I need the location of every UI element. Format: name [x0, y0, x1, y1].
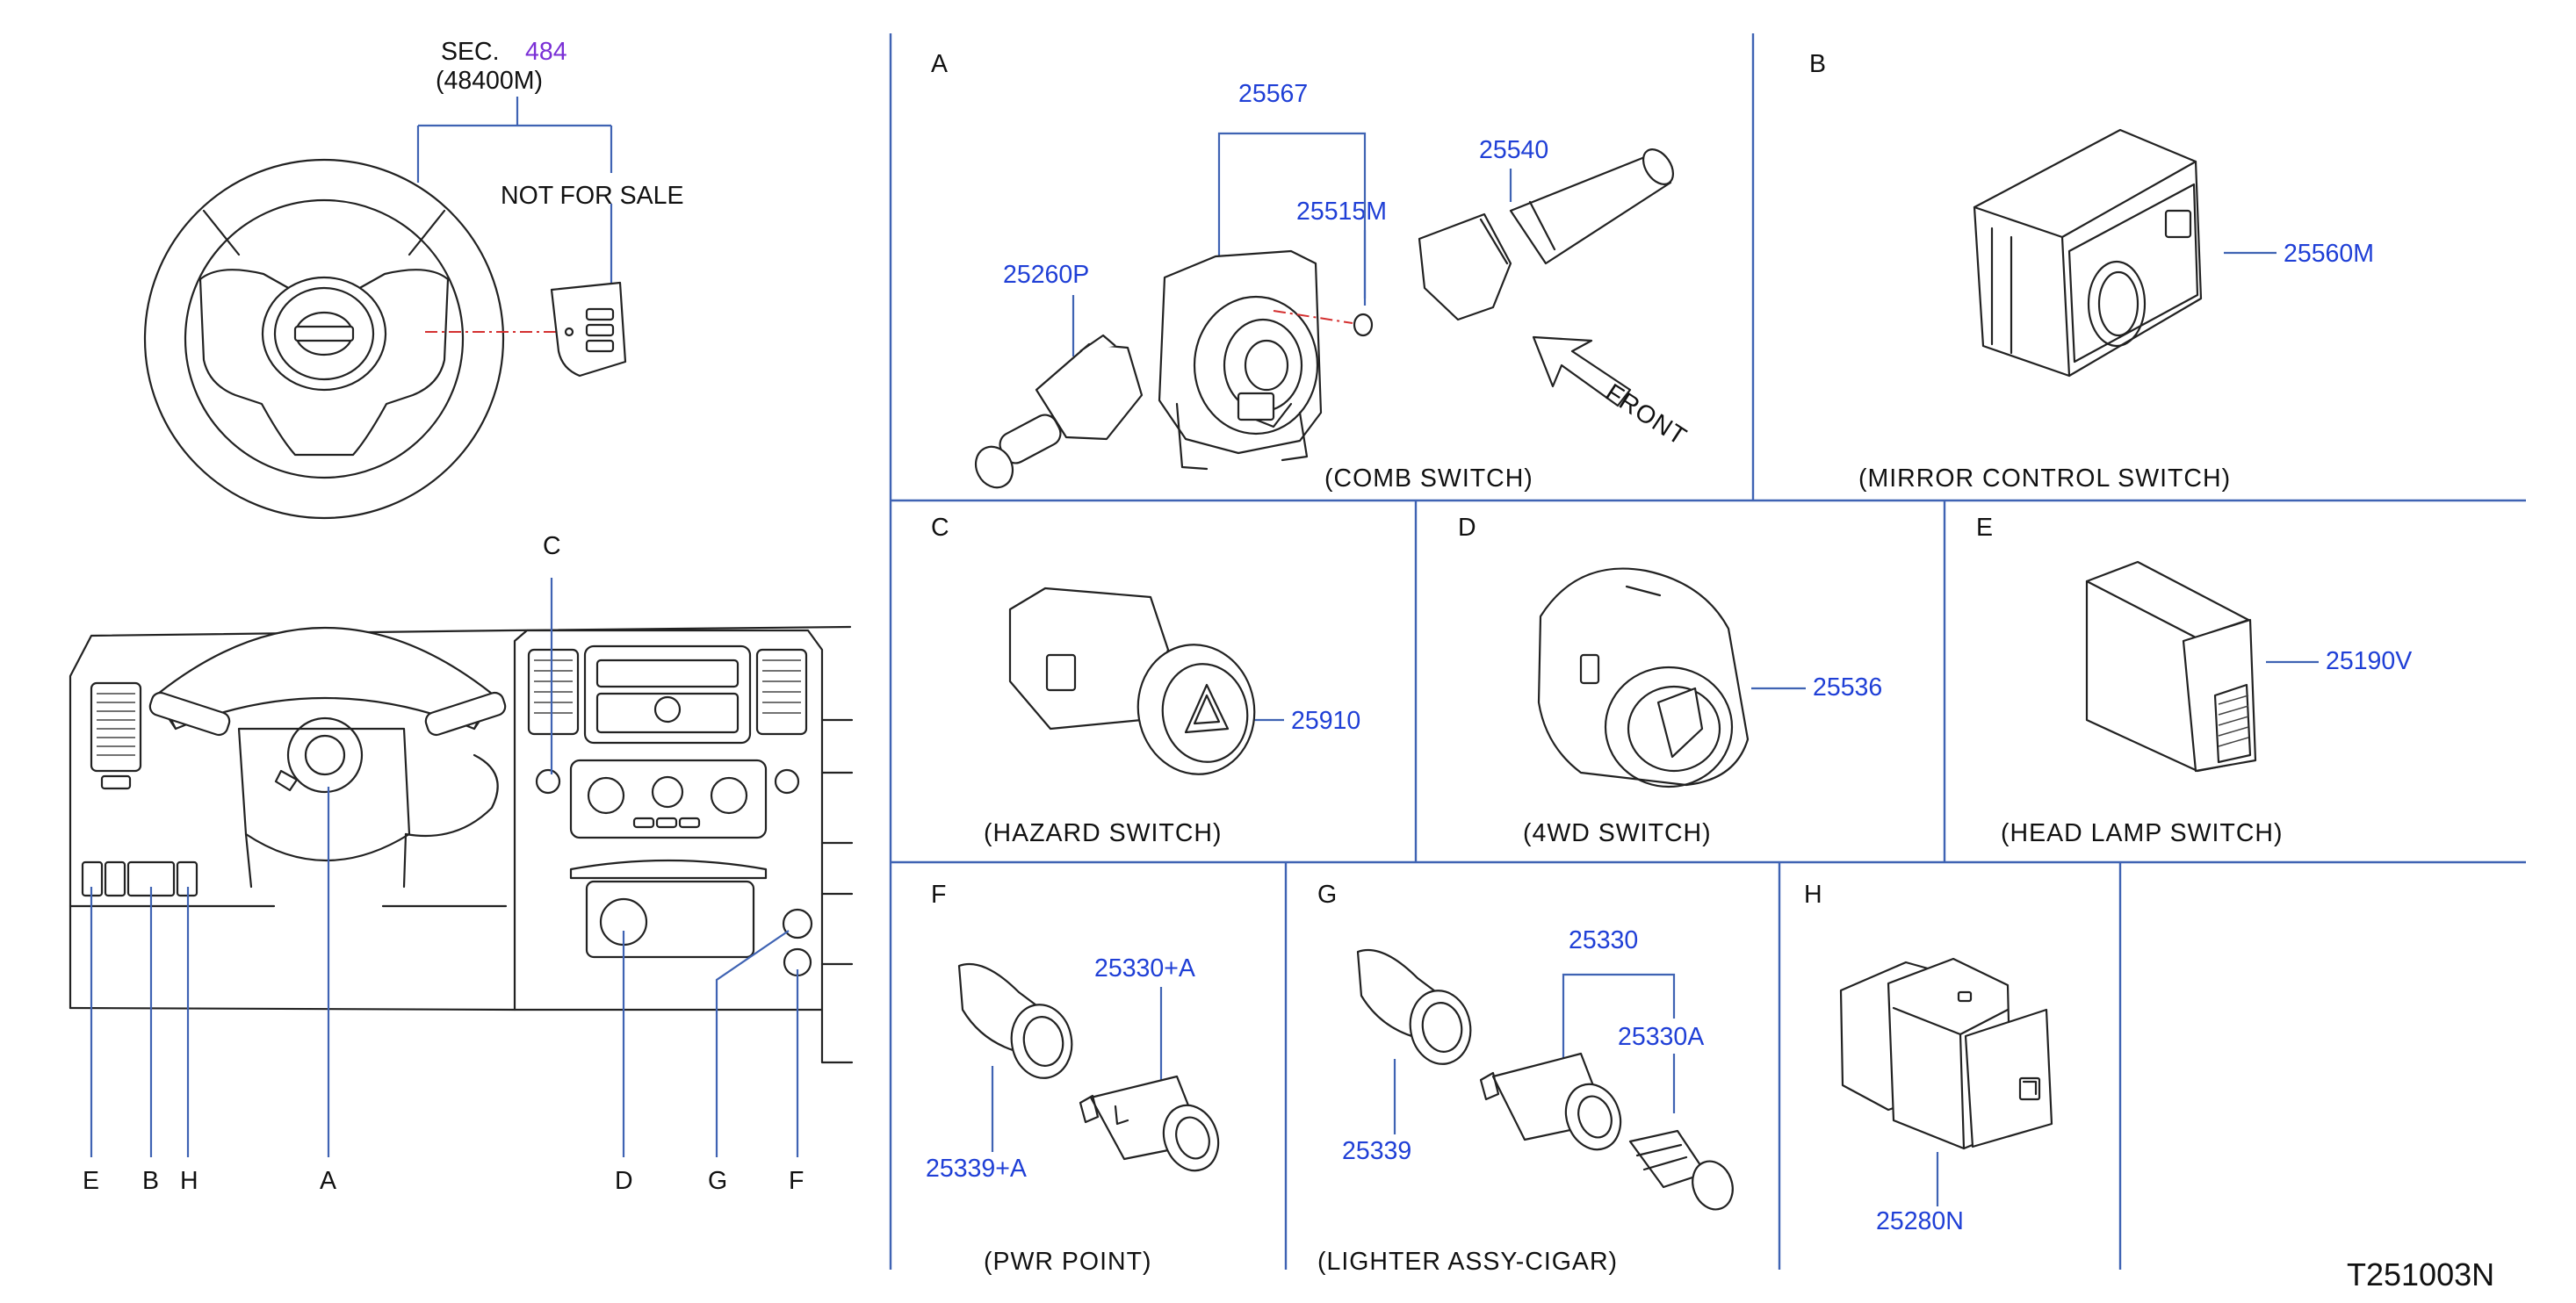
part-number-25339[interactable]: 25339 [1342, 1137, 1411, 1165]
section-ref-number[interactable]: 484 [525, 38, 567, 66]
panel-d-letter: D [1458, 514, 1476, 542]
panel-a-comb-switch: A 25567 25540 25515M 25260P (COMB SWITCH… [931, 50, 1692, 493]
panel-a-title: (COMB SWITCH) [1324, 464, 1533, 493]
4wd-switch-drawing [1537, 567, 1750, 788]
part-number-25515m[interactable]: 25515M [1296, 198, 1387, 226]
steering-wheel [143, 158, 562, 520]
part-number-25339-plus-a[interactable]: 25339+A [926, 1155, 1027, 1183]
panel-f-title: (PWR POINT) [984, 1248, 1151, 1276]
section-ref-prefix: SEC. [441, 38, 500, 66]
panel-e-head-lamp-switch: E 25190V (HEAD LAMP SWITCH) [1976, 514, 2412, 847]
part-number-25190v[interactable]: 25190V [2326, 647, 2412, 675]
part-number-25567[interactable]: 25567 [1238, 80, 1308, 108]
diagram-code: T251003N [2347, 1256, 2494, 1292]
location-label-a: A [320, 1167, 336, 1195]
right-stalk-drawing [1418, 148, 1675, 321]
steering-wheel-section: SEC. 484 (48400M) NOT FOR SALE [143, 38, 684, 520]
mirror-switch-drawing [1973, 128, 2203, 378]
dashboard-locator: C E B H A D G F [69, 532, 854, 1195]
panel-c-hazard-switch: C 25910 (HAZARD SWITCH) [931, 514, 1360, 847]
part-number-25280n[interactable]: 25280N [1876, 1207, 1964, 1235]
panel-a-letter: A [931, 50, 948, 78]
panel-b-title: (MIRROR CONTROL SWITCH) [1858, 464, 2231, 493]
panel-d-4wd-switch: D 25536 (4WD SWITCH) [1458, 514, 1882, 847]
part-number-25910[interactable]: 25910 [1291, 707, 1360, 735]
panel-e-letter: E [1976, 514, 1993, 542]
cigar-lighter-drawing [1356, 948, 1734, 1211]
panel-grid [889, 33, 2526, 1270]
not-for-sale-note: NOT FOR SALE [501, 182, 684, 210]
panel-g-letter: G [1317, 881, 1337, 909]
panel-h-switch: H 25280N [1804, 881, 2053, 1235]
part-number-25330a[interactable]: 25330A [1618, 1023, 1704, 1051]
left-stalk-drawing [974, 334, 1144, 489]
location-label-b: B [142, 1167, 159, 1195]
panel-c-title: (HAZARD SWITCH) [984, 819, 1222, 847]
part-number-25560m[interactable]: 25560M [2284, 240, 2374, 268]
panel-h-letter: H [1804, 881, 1822, 909]
combination-switch-drawing [1158, 249, 1374, 471]
panel-f-power-point: F 25330+A 25339+A (PWR POINT) [926, 881, 1220, 1276]
panel-g-title: (LIGHTER ASSY-CIGAR) [1317, 1248, 1618, 1276]
section-ref-part: (48400M) [436, 67, 543, 95]
panel-c-letter: C [931, 514, 949, 542]
location-label-f: F [789, 1167, 804, 1195]
head-lamp-switch-drawing [2085, 560, 2257, 773]
steering-switch [550, 281, 627, 378]
panel-e-title: (HEAD LAMP SWITCH) [2001, 819, 2284, 847]
panel-b-letter: B [1809, 50, 1826, 78]
part-number-25536[interactable]: 25536 [1813, 673, 1882, 702]
panel-f-letter: F [931, 881, 946, 909]
part-number-25260p[interactable]: 25260P [1003, 261, 1089, 289]
location-label-d: D [615, 1167, 633, 1195]
part-number-25330-plus-a[interactable]: 25330+A [1094, 954, 1195, 983]
panel-d-title: (4WD SWITCH) [1523, 819, 1712, 847]
location-label-h: H [180, 1167, 198, 1195]
panel-g-cigar-lighter: G 25330 25330A 25339 (LIGHTER ASSY-CIGAR… [1317, 881, 1734, 1276]
location-label-c: C [543, 532, 561, 560]
part-number-25330[interactable]: 25330 [1569, 926, 1638, 954]
power-point-drawing [957, 962, 1220, 1172]
location-label-g: G [708, 1167, 727, 1195]
location-label-e: E [83, 1167, 99, 1195]
part-number-25540[interactable]: 25540 [1479, 136, 1548, 164]
panel-h-switch-drawing [1839, 957, 2053, 1150]
front-direction-label: FRONT [1600, 378, 1692, 451]
panel-b-mirror-control-switch: B 25560M (MIRROR CONTROL SWITCH) [1809, 50, 2374, 493]
front-arrow-icon [1532, 335, 1632, 407]
hazard-switch-drawing [1008, 587, 1256, 775]
